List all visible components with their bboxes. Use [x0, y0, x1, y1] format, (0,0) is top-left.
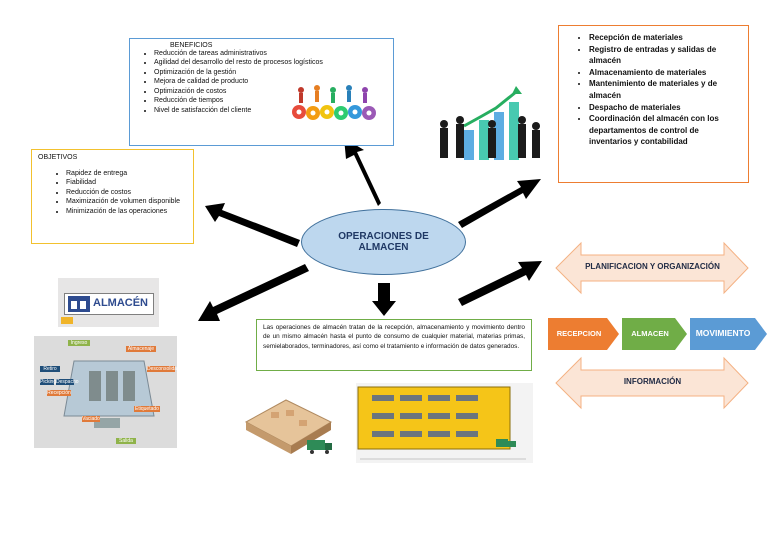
beneficios-title: BENEFICIOS	[170, 42, 213, 49]
logo-mark	[61, 317, 73, 324]
movimiento-chevron	[690, 318, 767, 350]
truck-icon	[307, 440, 332, 454]
warehouse-process-illustration: Ingreso Almacenaje Desconsolidación Rece…	[34, 336, 187, 448]
list-item: Mejora de calidad de producto	[154, 77, 387, 86]
planificacion-double-arrow	[555, 241, 749, 295]
arrow-to-objetivos	[205, 203, 300, 247]
arrow-to-beneficios	[344, 138, 381, 206]
descripcion-text: Las operaciones de almacén tratan de la …	[263, 324, 525, 350]
arrow-to-flujo	[458, 261, 542, 306]
arrow-to-descripcion	[372, 283, 396, 316]
list-item: Despacho de materiales	[589, 102, 742, 114]
label-recepcion: Recepción	[47, 390, 71, 396]
list-item: Optimización de la gestión	[154, 68, 387, 77]
label-vaciado: Vaciado	[82, 416, 100, 422]
descripcion-box: Las operaciones de almacén tratan de la …	[256, 319, 532, 371]
people-icon	[298, 85, 368, 103]
list-item: Rapidez de entrega	[66, 169, 187, 178]
recepcion-label: RECEPCION	[556, 329, 602, 338]
business-people-illustration	[440, 86, 540, 160]
procesos-list: Recepción de materiales Registro de entr…	[565, 32, 742, 148]
isometric-warehouse-illustration	[244, 399, 333, 454]
almacen-chevron	[622, 318, 687, 350]
list-item: Nivel de satisfacción del cliente	[154, 106, 387, 115]
label-picking: Picking	[40, 379, 57, 385]
list-item: Coordinación del almacén con los departa…	[589, 113, 742, 148]
list-item: Reducción de costos	[66, 188, 187, 197]
people-silhouette-icon	[440, 116, 540, 158]
forklift-icon	[496, 439, 516, 447]
objetivos-title: OBJETIVOS	[38, 154, 78, 161]
list-item: Registro de entradas y salidas de almacé…	[589, 44, 742, 67]
logo-text: ALMACÉN	[93, 297, 148, 309]
informacion-label: INFORMACIÓN	[623, 377, 682, 386]
center-title: OPERACIONES DE ALMACEN	[338, 231, 429, 253]
arrow-to-procesos	[458, 179, 541, 228]
procesos-box: Recepción de materiales Registro de entr…	[558, 25, 749, 183]
bar-chart-icon	[463, 86, 522, 160]
label-retiro: Retiro	[40, 366, 60, 372]
objetivos-box: OBJETIVOS Rapidez de entrega Fiabilidad …	[31, 149, 194, 244]
list-item: Agilidad del desarrollo del resto de pro…	[154, 58, 387, 67]
warehouse-icon	[68, 296, 90, 312]
list-item: Optimización de costos	[154, 87, 387, 96]
label-despacho: Despacho	[56, 379, 79, 385]
list-item: Recepción de materiales	[589, 32, 742, 44]
center-node: OPERACIONES DE ALMACEN	[301, 209, 466, 275]
arrow-to-logo	[198, 264, 309, 321]
list-item: Reducción de tareas administrativos	[154, 49, 387, 58]
label-etiquetado: Etiquetado	[134, 406, 160, 412]
label-salida: Salida	[116, 438, 136, 444]
recepcion-chevron	[548, 318, 619, 350]
warehouse-layout-icon	[63, 360, 155, 428]
list-item: Maximización de volumen disponible	[66, 197, 187, 206]
warehouse-floorplan-illustration	[356, 383, 533, 463]
almacen-logo: ALMACÉN	[58, 278, 159, 327]
beneficios-list: Reducción de tareas administrativos Agil…	[136, 49, 387, 115]
list-item: Minimización de las operaciones	[66, 207, 187, 216]
planificacion-label: PLANIFICACION Y ORGANIZACIÓN	[585, 262, 720, 271]
list-item: Almacenamiento de materiales	[589, 67, 742, 79]
objetivos-list: Rapidez de entrega Fiabilidad Reducción …	[38, 169, 187, 216]
list-item: Mantenimiento de materiales y de almacén	[589, 78, 742, 101]
list-item: Reducción de tiempos	[154, 96, 387, 105]
gears-people-illustration	[292, 85, 376, 120]
informacion-double-arrow	[555, 356, 749, 410]
movimiento-label: MOVIMIENTO	[695, 328, 751, 338]
list-item: Fiabilidad	[66, 178, 187, 187]
label-desconsolidacion: Desconsolidación	[147, 366, 187, 372]
label-almacenaje: Almacenaje	[126, 346, 156, 352]
label-ingreso: Ingreso	[68, 340, 90, 346]
almacen-label: ALMACEN	[631, 329, 669, 338]
logo-badge: ALMACÉN	[64, 293, 154, 315]
gear-icon	[292, 105, 376, 120]
